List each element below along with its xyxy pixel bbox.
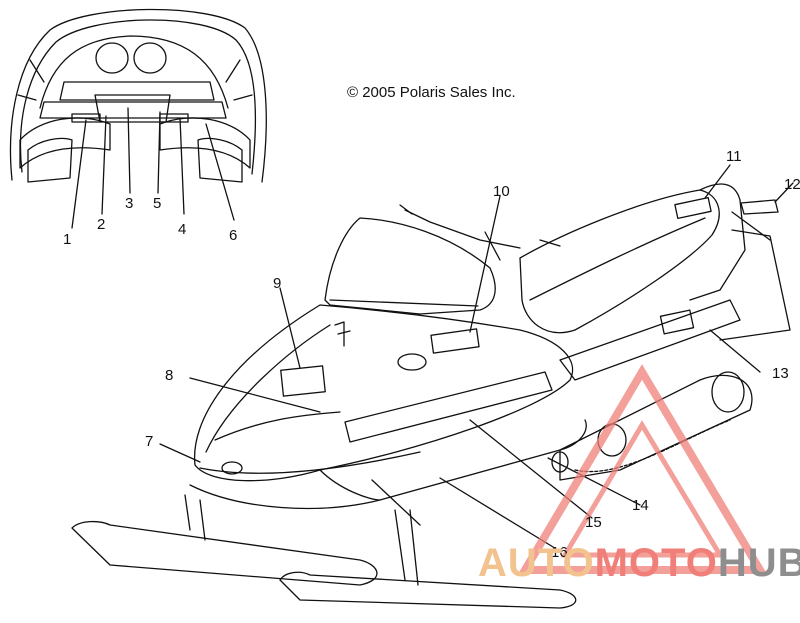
watermark-auto: AUTO (478, 541, 595, 585)
watermark-triangle-icon (517, 364, 768, 574)
callout-11: 11 (726, 148, 742, 165)
callout-13: 13 (772, 365, 789, 382)
callout-12: 12 (784, 176, 800, 193)
dash-inset-view (9, 8, 267, 229)
callout-3: 3 (125, 195, 133, 212)
watermark-hub: HUB (717, 541, 800, 585)
callout-4: 4 (178, 221, 186, 238)
callout-15: 15 (585, 514, 602, 531)
callout-10: 10 (493, 183, 510, 200)
snowmobile-main-view (71, 164, 794, 609)
callout-16: 16 (551, 544, 568, 561)
callout-14: 14 (632, 497, 649, 514)
callout-numbers: 1 2 3 4 5 6 7 8 9 10 11 12 13 14 15 16 (63, 148, 800, 561)
callout-1: 1 (63, 231, 71, 248)
watermark-moto: MOTO (594, 541, 718, 585)
watermark-text: AUTOMOTOHUB (478, 541, 800, 586)
callout-2: 2 (97, 216, 105, 233)
callout-8: 8 (165, 367, 173, 384)
callout-7: 7 (145, 433, 153, 450)
callout-9: 9 (273, 275, 281, 292)
copyright-notice: © 2005 Polaris Sales Inc. (347, 84, 516, 101)
callout-5: 5 (153, 195, 161, 212)
callout-6: 6 (229, 227, 237, 244)
